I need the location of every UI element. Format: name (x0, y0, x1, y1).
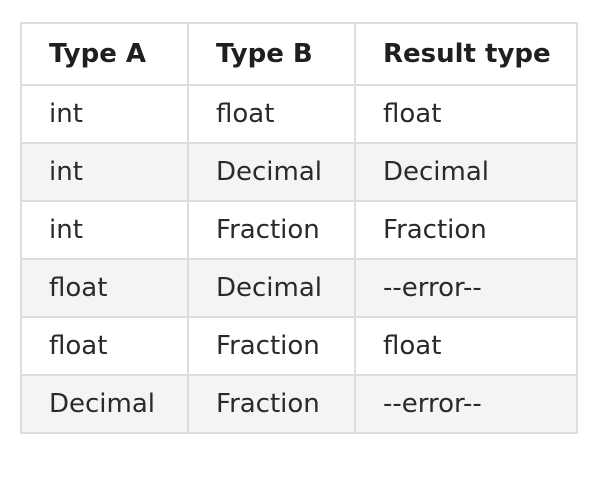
cell-type-b: Fraction (187, 316, 356, 376)
table-row: float Decimal --error-- (20, 258, 578, 318)
table-row: float Fraction float (20, 316, 578, 376)
type-coercion-table: Type A Type B Result type int float floa… (20, 22, 578, 434)
cell-type-b: Fraction (187, 374, 356, 434)
cell-result-type: float (354, 84, 578, 144)
cell-result-type: Decimal (354, 142, 578, 202)
cell-type-a: int (20, 84, 189, 144)
type-coercion-table-container: Type A Type B Result type int float floa… (20, 22, 578, 434)
cell-result-type: --error-- (354, 374, 578, 434)
header-type-b: Type B (187, 22, 356, 86)
table-row: Decimal Fraction --error-- (20, 374, 578, 434)
table-row: int float float (20, 84, 578, 144)
cell-type-a: int (20, 200, 189, 260)
cell-type-a: Decimal (20, 374, 189, 434)
cell-type-a: int (20, 142, 189, 202)
cell-type-b: Decimal (187, 258, 356, 318)
table-row: int Fraction Fraction (20, 200, 578, 260)
cell-type-b: float (187, 84, 356, 144)
cell-type-a: float (20, 258, 189, 318)
cell-type-a: float (20, 316, 189, 376)
table-header: Type A Type B Result type (20, 22, 578, 86)
header-result-type: Result type (354, 22, 578, 86)
header-type-a: Type A (20, 22, 189, 86)
cell-result-type: --error-- (354, 258, 578, 318)
cell-type-b: Decimal (187, 142, 356, 202)
cell-type-b: Fraction (187, 200, 356, 260)
cell-result-type: float (354, 316, 578, 376)
header-row: Type A Type B Result type (20, 22, 578, 86)
table-row: int Decimal Decimal (20, 142, 578, 202)
table-body: int float float int Decimal Decimal int … (20, 84, 578, 434)
cell-result-type: Fraction (354, 200, 578, 260)
